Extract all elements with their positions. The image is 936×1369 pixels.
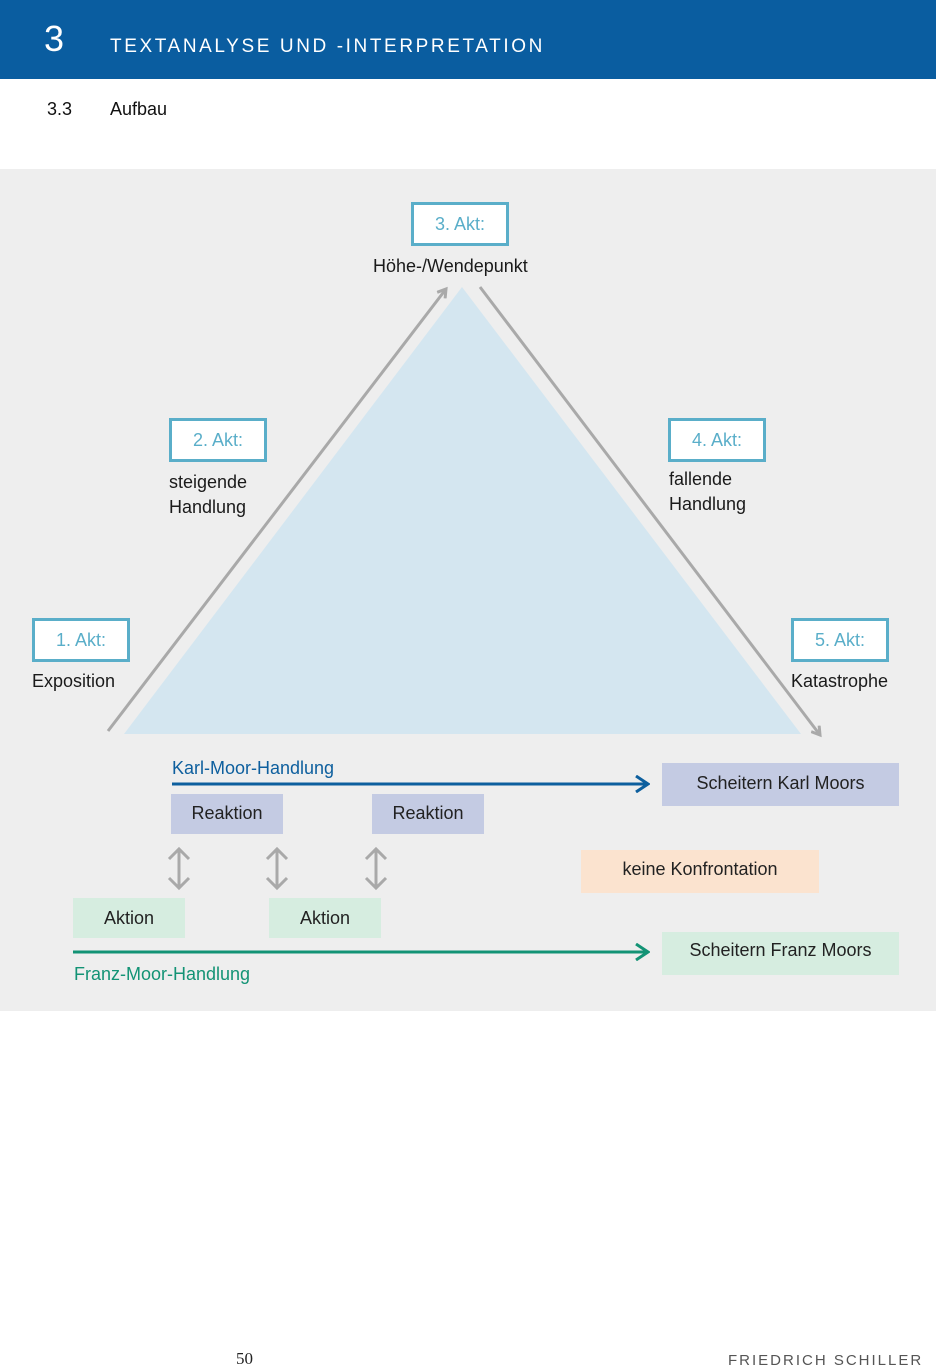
section-title: Aufbau [110, 99, 168, 119]
act-3-label: Höhe-/Wendepunkt [373, 254, 528, 279]
act-2-label-line: steigende [169, 472, 248, 492]
page-number: 50 [236, 1349, 253, 1368]
freytag-triangle [124, 287, 801, 734]
chapter-title: TEXTANALYSE UND -INTERPRETATION [110, 36, 545, 57]
act-5-label-line: Katastrophe [791, 671, 889, 691]
running-footer-author: FRIEDRICH SCHILLER [728, 1352, 924, 1369]
act-4-label-line: fallende [669, 469, 733, 489]
double-arrow-icon [167, 846, 191, 891]
reaktion-box: Reaktion [372, 794, 484, 834]
act-4-label-line: Handlung [669, 494, 747, 514]
rising-action-arrow [106, 289, 446, 732]
falling-action-arrow [478, 286, 820, 735]
act-3-box: 3. Akt: [411, 202, 509, 246]
act-5-box: 5. Akt: [791, 618, 889, 662]
section-number: 3.3 [47, 99, 73, 119]
act-4-box: 4. Akt: [668, 418, 766, 462]
franz-moor-handlung-label: Franz-Moor-Handlung [74, 964, 251, 984]
pyramid-diagram [73, 286, 936, 1011]
aktion-box: Aktion [73, 898, 185, 938]
diagram-panel: 3. Akt: Höhe-/Wendepunkt 2. Akt: steigen… [0, 169, 936, 1011]
act-3-label-line: Höhe-/Wendepunkt [373, 256, 528, 276]
double-arrow-icon [265, 846, 289, 891]
act-1-box: 1. Akt: [32, 618, 130, 662]
act-1-label-line: Exposition [32, 671, 116, 691]
chapter-number: 3 [44, 18, 65, 59]
act-1-label: Exposition [32, 669, 115, 694]
reaktion-box: Reaktion [171, 794, 283, 834]
scheitern-franz-box: Scheitern Franz Moors [662, 932, 899, 975]
keine-konfrontation-box: keine Konfrontation [581, 850, 819, 893]
act-5-label: Katastrophe [791, 669, 888, 694]
double-arrow-icon [364, 846, 388, 891]
karl-moor-handlung-label: Karl-Moor-Handlung [172, 758, 335, 778]
aktion-box: Aktion [269, 898, 381, 938]
chapter-header-bar: 3 TEXTANALYSE UND -INTERPRETATION [0, 0, 936, 79]
scheitern-karl-box: Scheitern Karl Moors [662, 763, 899, 806]
act-4-label: fallende Handlung [669, 467, 746, 517]
act-2-label: steigende Handlung [169, 470, 247, 520]
act-2-label-line: Handlung [169, 497, 247, 517]
act-2-box: 2. Akt: [169, 418, 267, 462]
